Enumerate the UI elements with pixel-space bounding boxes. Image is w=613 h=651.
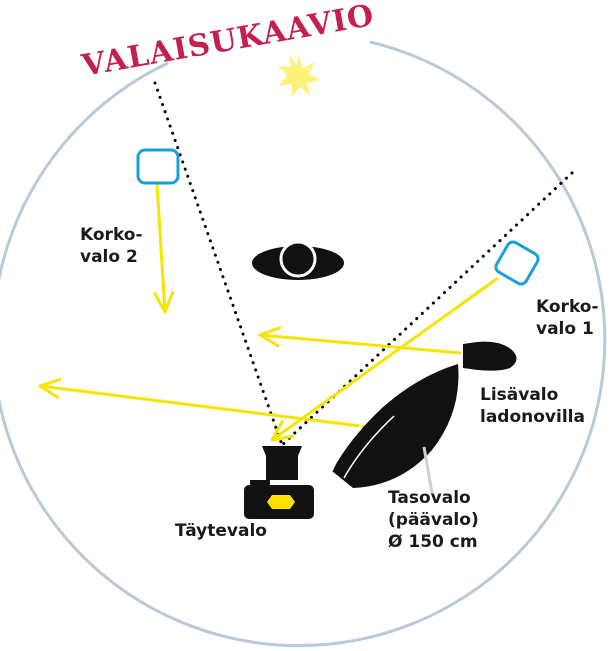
lisavalo-beam <box>258 326 462 355</box>
sun-icon <box>278 55 320 97</box>
korkovalo2-light-icon <box>136 148 180 185</box>
sightline-left <box>153 81 284 447</box>
lisavalo-label-line2: ladonovilla <box>480 407 585 427</box>
korkovalo2-label-line1: Korko- <box>80 225 143 245</box>
korkovalo1-beam <box>270 276 499 442</box>
tasovalo-label-line2: (päävalo) <box>388 510 479 530</box>
taytevalo-label: Täytevalo <box>175 520 267 542</box>
tasovalo-label: Tasovalo (päävalo) Ø 150 cm <box>388 487 479 553</box>
korkovalo2-beam <box>153 183 175 314</box>
lisavalo-label: Lisävalo ladonovilla <box>480 384 585 428</box>
tasovalo-label-line1: Tasovalo <box>388 488 471 508</box>
camera-icon <box>244 446 314 519</box>
tasovalo-label-line3: Ø 150 cm <box>388 532 478 552</box>
subject-icon <box>252 240 344 280</box>
korkovalo1-label: Korko- valo 1 <box>536 296 599 340</box>
lisavalo-label-line1: Lisävalo <box>480 385 559 405</box>
korkovalo1-label-line2: valo 1 <box>536 319 594 339</box>
studio-circle <box>0 40 607 648</box>
korkovalo1-light-icon <box>494 240 540 286</box>
barn-door-light-icon <box>463 341 517 371</box>
korkovalo2-label-line2: valo 2 <box>80 247 138 267</box>
umbrella-softbox-icon <box>331 364 459 494</box>
korkovalo1-label-line1: Korko- <box>536 297 599 317</box>
tasovalo-beam <box>38 377 377 430</box>
korkovalo2-label: Korko- valo 2 <box>80 224 143 268</box>
sightline-right <box>280 171 574 447</box>
taytevalo-label-text: Täytevalo <box>175 521 267 541</box>
flash-window-icon <box>267 495 295 509</box>
diagram-title: VALAISUKAAVIO <box>78 0 377 84</box>
